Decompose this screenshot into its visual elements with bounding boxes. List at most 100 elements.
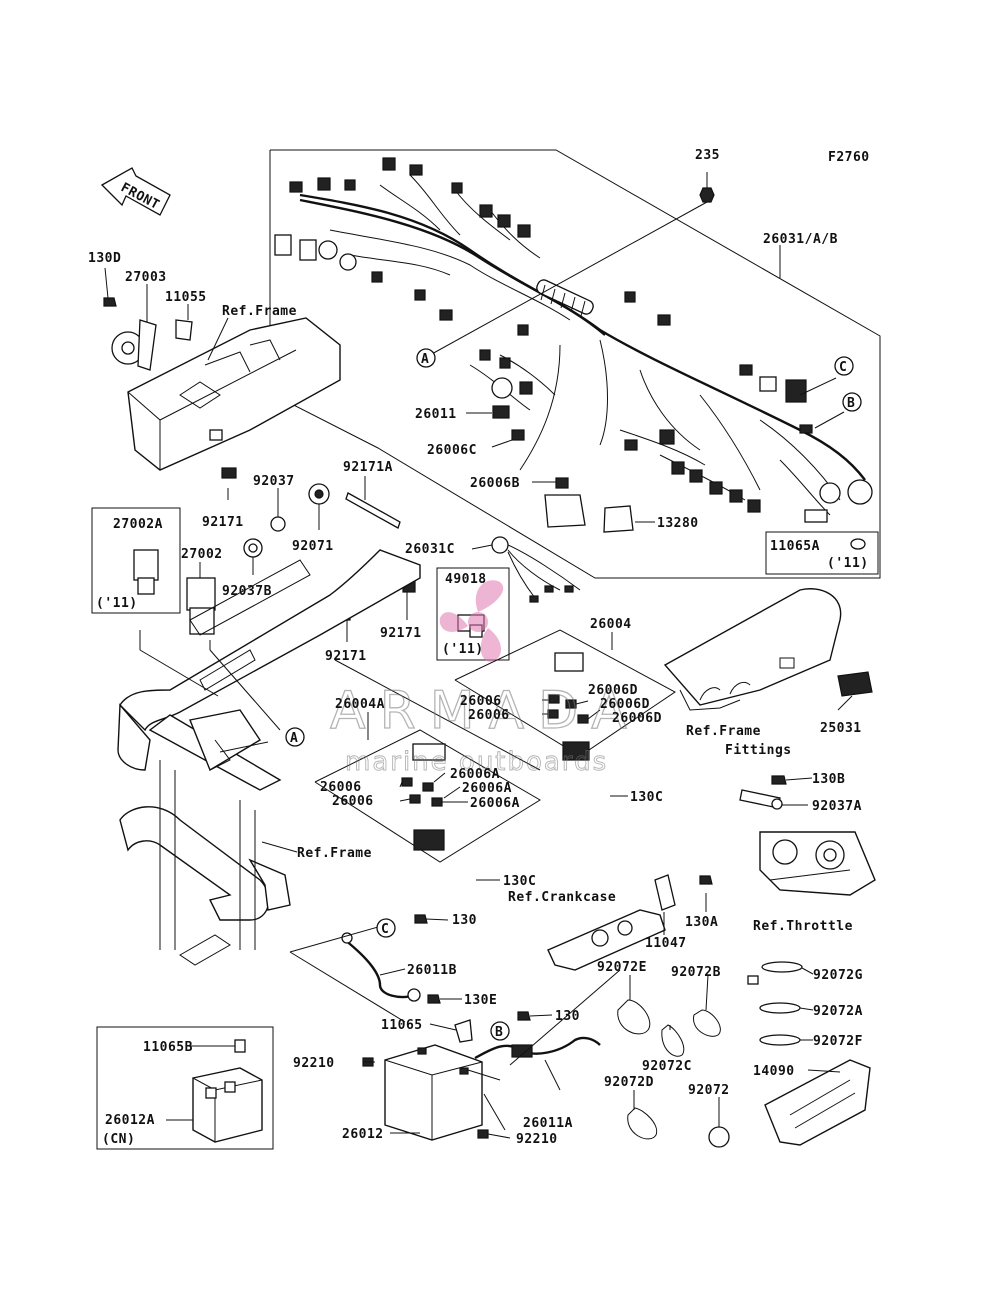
label-26004a: 26004A [335,697,385,712]
label-ref-frame-fittings-1: Ref.Frame [686,724,761,739]
label-130-2: 130 [555,1009,580,1024]
label-26006c: 26006C [427,443,477,458]
cable-26011b [341,914,441,1004]
label-26012: 26012 [342,1127,384,1142]
label-13280: 13280 [657,516,699,531]
sub-harness-26031c [491,536,581,603]
connector-26011 [492,405,510,419]
svg-text:B: B [847,396,855,411]
label-235: 235 [695,148,720,163]
watermark: ARMADA marine outboards [329,580,641,777]
label-ref-frame-1: Ref.Frame [222,304,297,319]
clamp-92037b [243,538,263,558]
horn-27003 [103,297,193,371]
figure-code: F2760 [828,150,870,165]
bracket-92171a [345,492,401,529]
label-130c-2: 130C [503,874,536,889]
corrugated-tube [536,279,594,317]
relay-27002 [186,577,216,635]
label-26011b: 26011B [407,963,457,978]
label-27002a-year: ('11) [96,596,138,611]
label-26006a-2: 26006A [462,781,512,796]
frame-upper-left [127,317,341,479]
bracket-11055 [175,319,193,341]
label-11065: 11065 [381,1018,423,1033]
label-11047: 11047 [645,936,687,951]
clamp-92037 [270,516,286,532]
label-11065b: 11065B [143,1040,193,1055]
label-ref-throttle: Ref.Throttle [753,919,853,934]
label-130a: 130A [685,915,718,930]
label-92071: 92071 [292,539,334,554]
main-wiring-harness [274,157,873,533]
grommet-92071 [308,483,330,505]
fuse-26006b [555,477,569,489]
label-26006-4: 26006 [332,794,374,809]
label-92171-3: 92171 [325,649,367,664]
label-26006d-3: 26006D [612,711,662,726]
label-26011: 26011 [415,407,457,422]
label-92072c: 92072C [642,1059,692,1074]
label-92072: 92072 [688,1083,730,1098]
fuse-26006c [511,429,525,441]
callout-c-2: C [376,918,396,938]
svg-text:C: C [839,360,847,375]
watermark-tagline: marine outboards [345,747,608,777]
callout-c-1: C [834,356,854,376]
relay-box [544,494,586,528]
label-11065a-year: ('11) [827,556,869,571]
label-130d: 130D [88,251,121,266]
label-92072a: 92072A [813,1004,863,1019]
harness-connectors [274,157,873,513]
battery-cn-box [96,1026,274,1150]
throttle-body [739,775,876,896]
cable-26011a [454,1011,601,1060]
callout-a-2: A [285,727,305,747]
label-25031: 25031 [820,721,862,736]
label-26006d-2: 26006D [600,697,650,712]
label-26031c: 26031C [405,542,455,557]
screw-235 [429,172,715,356]
label-92171-1: 92171 [202,515,244,530]
label-49018: 49018 [445,572,487,587]
label-26006-2: 26006 [468,708,510,723]
label-130-1: 130 [452,913,477,928]
label-ref-frame-fittings-2: Fittings [725,743,792,758]
label-130c-1: 130C [630,790,663,805]
fuse-box-26004-outline [454,629,676,761]
part-labels: F2760 235 26031/A/B 130D 27003 11055 Ref… [88,148,870,1147]
main-frame [117,549,421,966]
cable-ties [617,961,803,1148]
callout-b-1: B [842,392,862,412]
cover-14090 [764,1059,871,1146]
label-26006-1: 26006 [460,694,502,709]
label-130e: 130E [464,993,497,1008]
battery-26012 [362,1044,489,1141]
label-27002: 27002 [181,547,223,562]
label-11065a: 11065A [770,539,820,554]
callout-b-2: B [490,1021,510,1041]
label-92037: 92037 [253,474,295,489]
label-26031ab: 26031/A/B [763,232,838,247]
watermark-brand: ARMADA [330,681,641,741]
label-92037a: 92037A [812,799,862,814]
label-92072d: 92072D [604,1075,654,1090]
label-92171a: 92171A [343,460,393,475]
label-ref-frame-2: Ref.Frame [297,846,372,861]
label-ref-crankcase: Ref.Crankcase [508,890,616,905]
label-26006b: 26006B [470,476,520,491]
label-26006d-1: 26006D [588,683,638,698]
frame-fittings-right [663,588,873,711]
label-92210-1: 92210 [293,1056,335,1071]
label-92037b: 92037B [222,584,272,599]
label-92072g: 92072G [813,968,863,983]
label-11055: 11055 [165,290,207,305]
cover-11065a [804,509,828,523]
fuse-box-26004a-outline [314,729,541,863]
label-14090: 14090 [753,1064,795,1079]
label-26006a-1: 26006A [450,767,500,782]
crankcase [547,874,713,971]
label-26006a-3: 26006A [470,796,520,811]
leader-lines [104,245,853,1139]
relay-13280 [603,505,634,533]
